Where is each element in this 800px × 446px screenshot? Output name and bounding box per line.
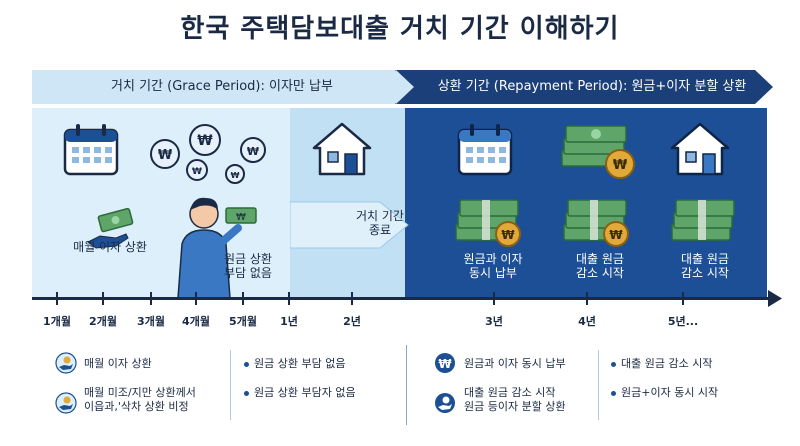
timeline-tick — [195, 292, 197, 305]
legend-principal-reduce-2: 대출 원금 감소 시작 — [621, 357, 713, 370]
repayment-period-banner — [395, 70, 773, 104]
svg-text:₩: ₩ — [247, 145, 259, 158]
svg-text:₩: ₩ — [192, 167, 202, 177]
timeline-tick-label: 3년 — [485, 315, 503, 328]
banner-arrow-icon — [396, 70, 414, 104]
grace-end-label: 거치 기간 종료 — [356, 209, 404, 237]
grace-period-banner — [32, 70, 412, 104]
timeline-tick — [150, 292, 152, 305]
won-coin-icon: ₩ ₩ ₩ ₩ ₩ — [150, 124, 266, 184]
timeline-tick-label: 3개월 — [137, 315, 165, 328]
timeline-tick-label: 5년... — [667, 315, 699, 328]
timeline-tick — [102, 292, 104, 305]
hand-cash-icon — [55, 352, 77, 374]
repay-principal-label: 대출 원금 감소 시작 — [576, 252, 624, 280]
timeline-tick-label: 4년 — [578, 315, 596, 328]
timeline-tick-label: 1개월 — [43, 315, 71, 328]
timeline-tick — [288, 292, 290, 305]
timeline-arrow-icon — [768, 290, 782, 307]
bullet-icon — [611, 391, 616, 396]
legend-both-start: 원금+이자 동시 시작 — [621, 386, 719, 399]
timeline-tick-label: 2개월 — [89, 315, 117, 328]
svg-text:₩: ₩ — [438, 357, 452, 371]
legend-divider — [598, 350, 599, 420]
repayment-period-label: 상환 기간 (Repayment Period): 원금+이자 분할 상환 — [437, 79, 747, 94]
legend-no-principal: 원금 상환 부담 없음 — [254, 357, 346, 370]
grace-period-label: 거치 기간 (Grace Period): 이자만 납부 — [111, 79, 333, 94]
bullet-icon — [244, 391, 249, 396]
hand-cash-icon — [435, 393, 455, 413]
timeline-tick — [242, 292, 244, 305]
legend-grace-note: 매월 미조/지만 상환께서 이읍과,'삭차 상환 비정 — [84, 386, 196, 413]
svg-text:₩: ₩ — [231, 171, 240, 180]
legend-principal-reduce: 대출 원금 감소 시작 원금 등이자 분할 상환 — [464, 386, 566, 413]
money-stack-icon: ₩ — [455, 199, 521, 247]
no-principal-label: 원금 상환 부담 없음 — [224, 252, 272, 280]
hand-cash-icon — [87, 208, 134, 249]
svg-text:₩: ₩ — [158, 148, 173, 163]
bullet-icon — [611, 362, 616, 367]
bullet-icon — [244, 362, 249, 367]
legend-no-principal-2: 원금 상환 부담자 없음 — [254, 386, 356, 399]
person-icon: ₩ — [177, 197, 257, 298]
svg-text:₩: ₩ — [236, 212, 246, 223]
hand-cash-icon — [55, 392, 77, 414]
repay-principal-label-2: 대출 원금 감소 시작 — [681, 252, 729, 280]
svg-text:₩: ₩ — [501, 228, 515, 242]
svg-text:₩: ₩ — [197, 133, 213, 149]
timeline-tick-label: 5개월 — [229, 315, 257, 328]
timeline-tick — [586, 292, 588, 305]
repay-both-label: 원금과 이자 동시 납부 — [463, 252, 523, 280]
timeline-tick-label: 4개월 — [182, 315, 210, 328]
svg-text:₩: ₩ — [613, 158, 628, 173]
timeline-tick-label: 1년 — [280, 315, 298, 328]
legend-divider — [230, 350, 231, 420]
house-icon — [670, 122, 730, 176]
svg-text:₩: ₩ — [609, 228, 623, 242]
calendar-icon — [63, 124, 119, 176]
timeline-axis — [32, 297, 775, 300]
house-icon — [312, 122, 372, 176]
timeline-tick — [682, 292, 684, 305]
legend-monthly-interest: 매월 이자 상환 — [84, 357, 152, 370]
calendar-icon — [457, 124, 513, 176]
monthly-interest-label: 매월 이자 상환 — [73, 240, 147, 254]
legend-both-payment: 원금과 이자 동시 납부 — [464, 357, 566, 370]
grace-end-arrow-icon — [290, 201, 409, 249]
money-stack-icon: ₩ — [563, 199, 629, 247]
timeline-tick-label: 2년 — [343, 315, 361, 328]
money-stack-icon — [671, 199, 735, 241]
money-stack-icon: ₩ — [561, 125, 635, 179]
won-coin-icon: ₩ — [435, 353, 455, 373]
timeline-tick — [56, 292, 58, 305]
timeline-tick — [351, 292, 353, 305]
page-title: 한국 주택담보대출 거치 기간 이해하기 — [180, 14, 620, 44]
timeline-tick — [493, 292, 495, 305]
legend-divider — [406, 345, 407, 425]
